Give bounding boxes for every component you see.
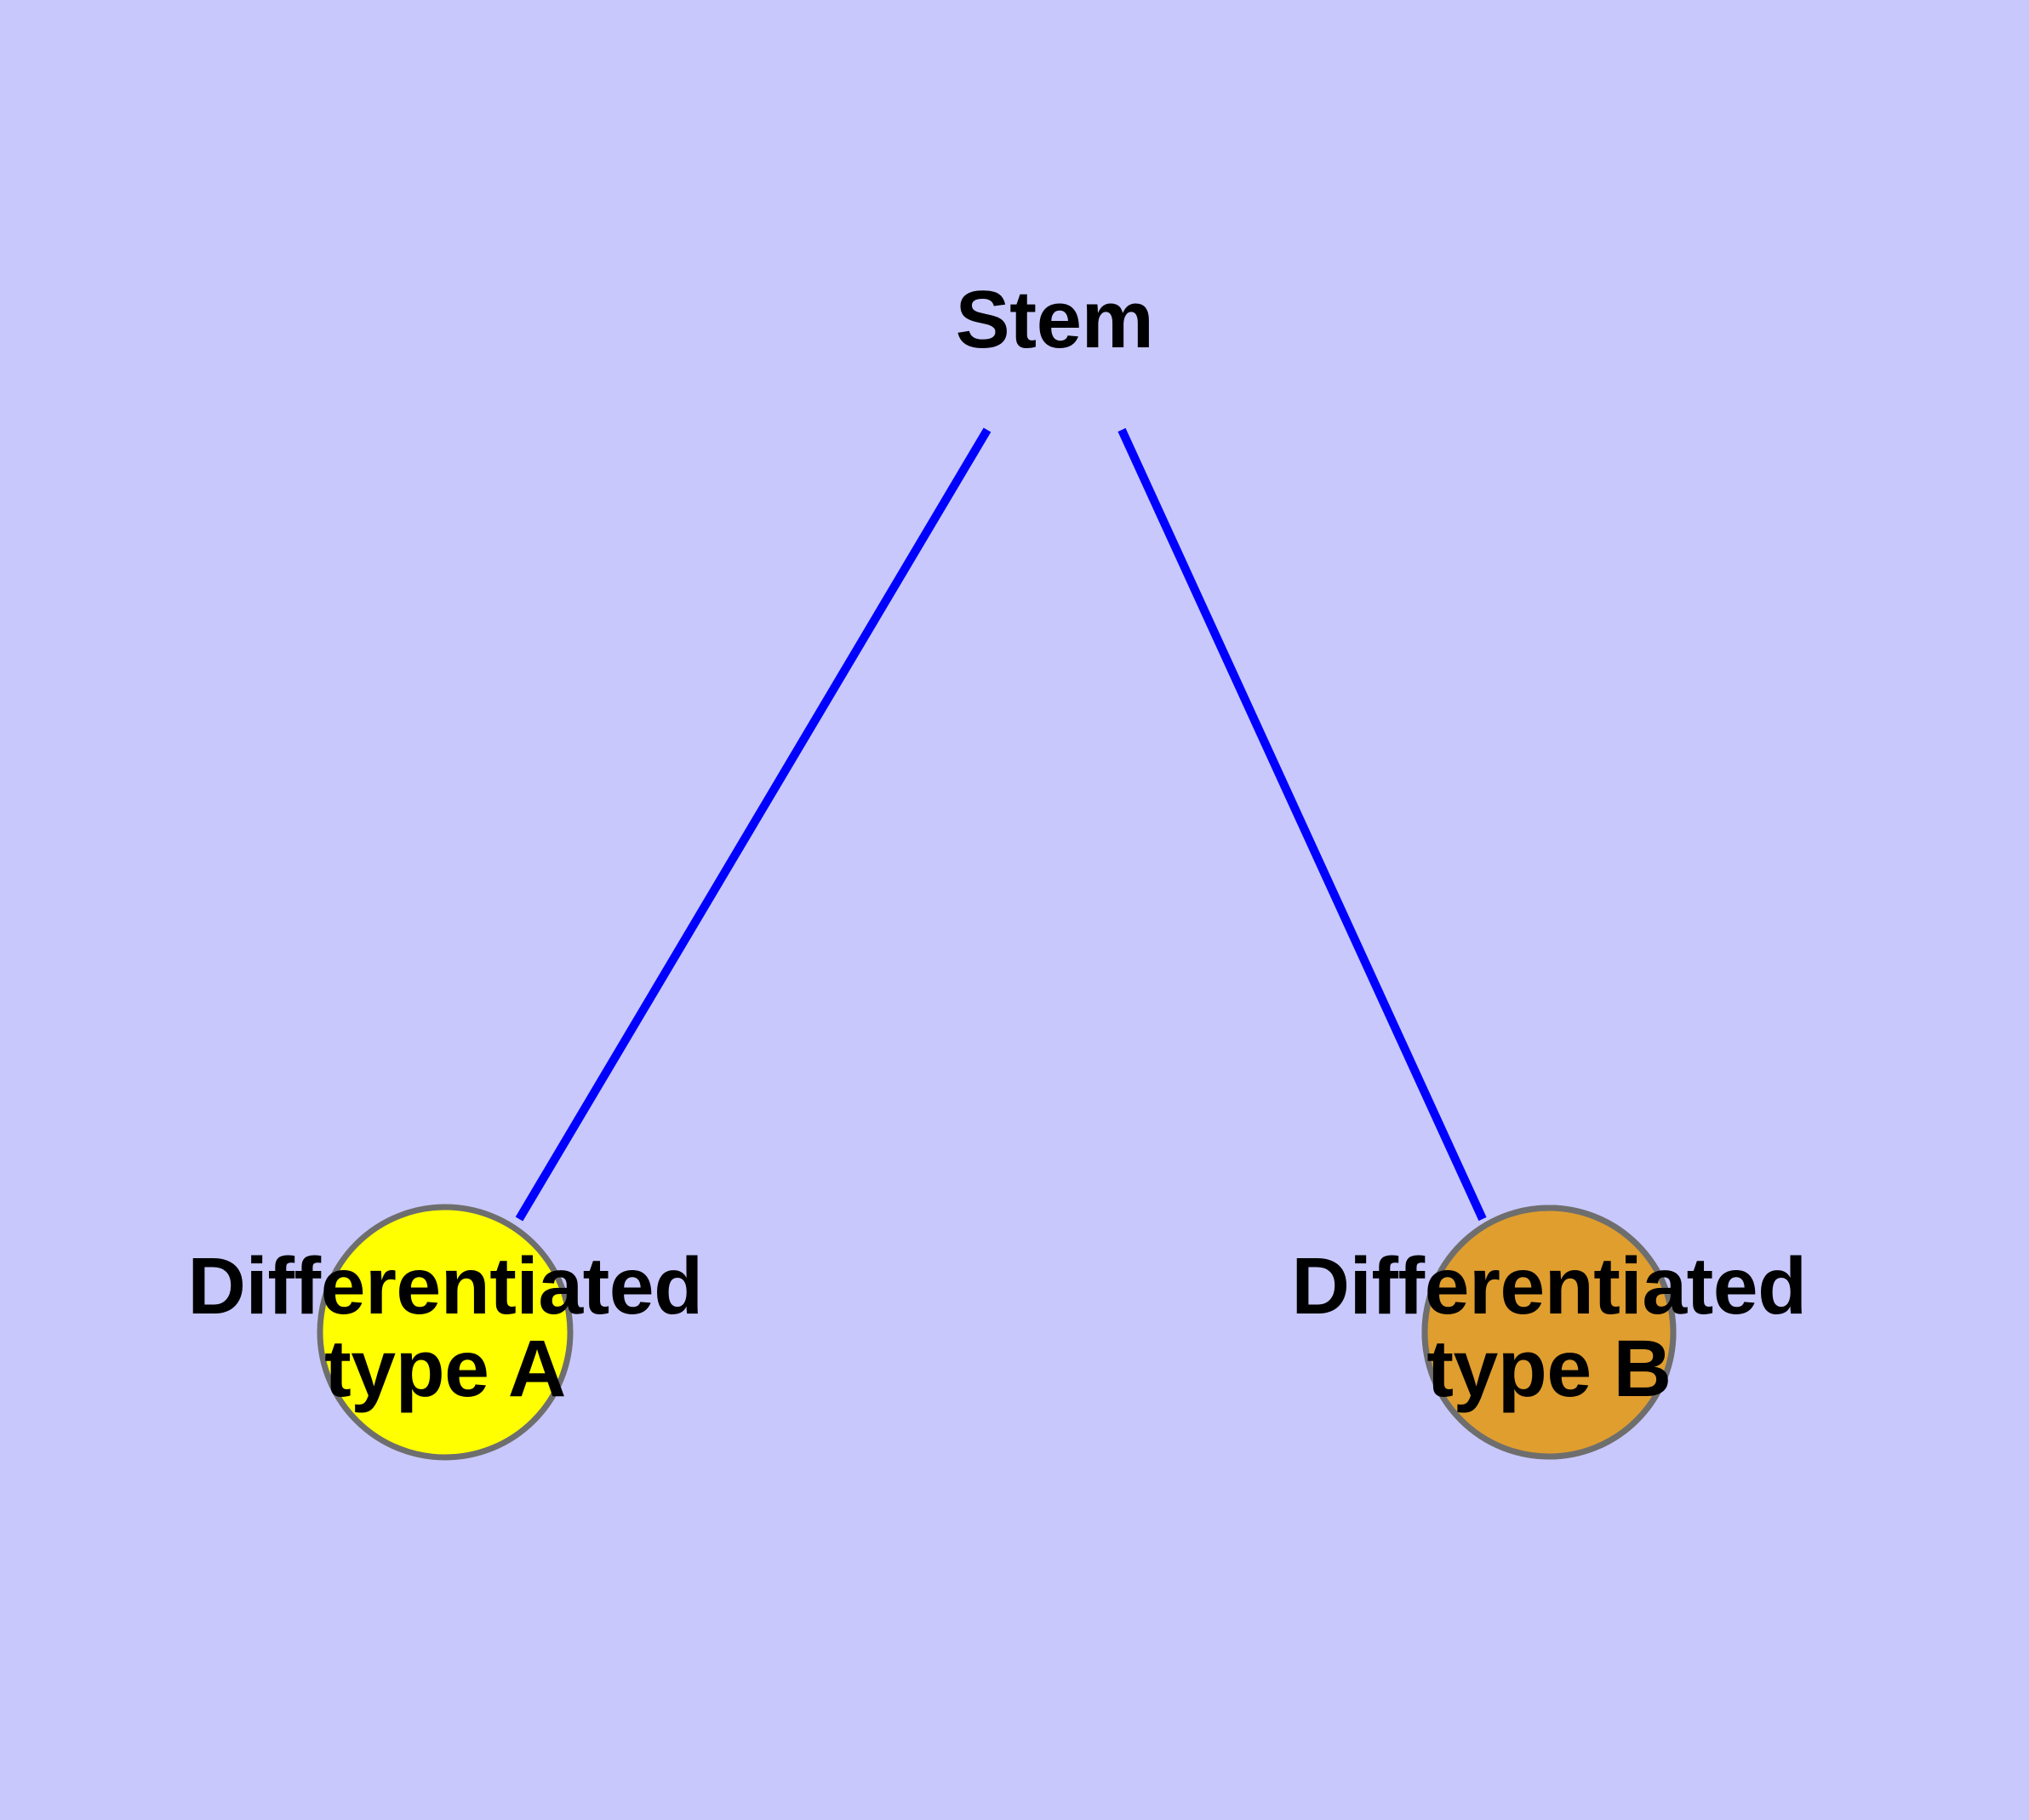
edge-layer — [515, 427, 1487, 1222]
edge-stem-to-type-a[interactable] — [515, 427, 992, 1222]
node-layer — [317, 1204, 1677, 1461]
edge-stem-to-type-b[interactable] — [1117, 427, 1487, 1222]
node-diff-type-b[interactable] — [1421, 1205, 1677, 1460]
node-stem[interactable] — [317, 1204, 574, 1461]
